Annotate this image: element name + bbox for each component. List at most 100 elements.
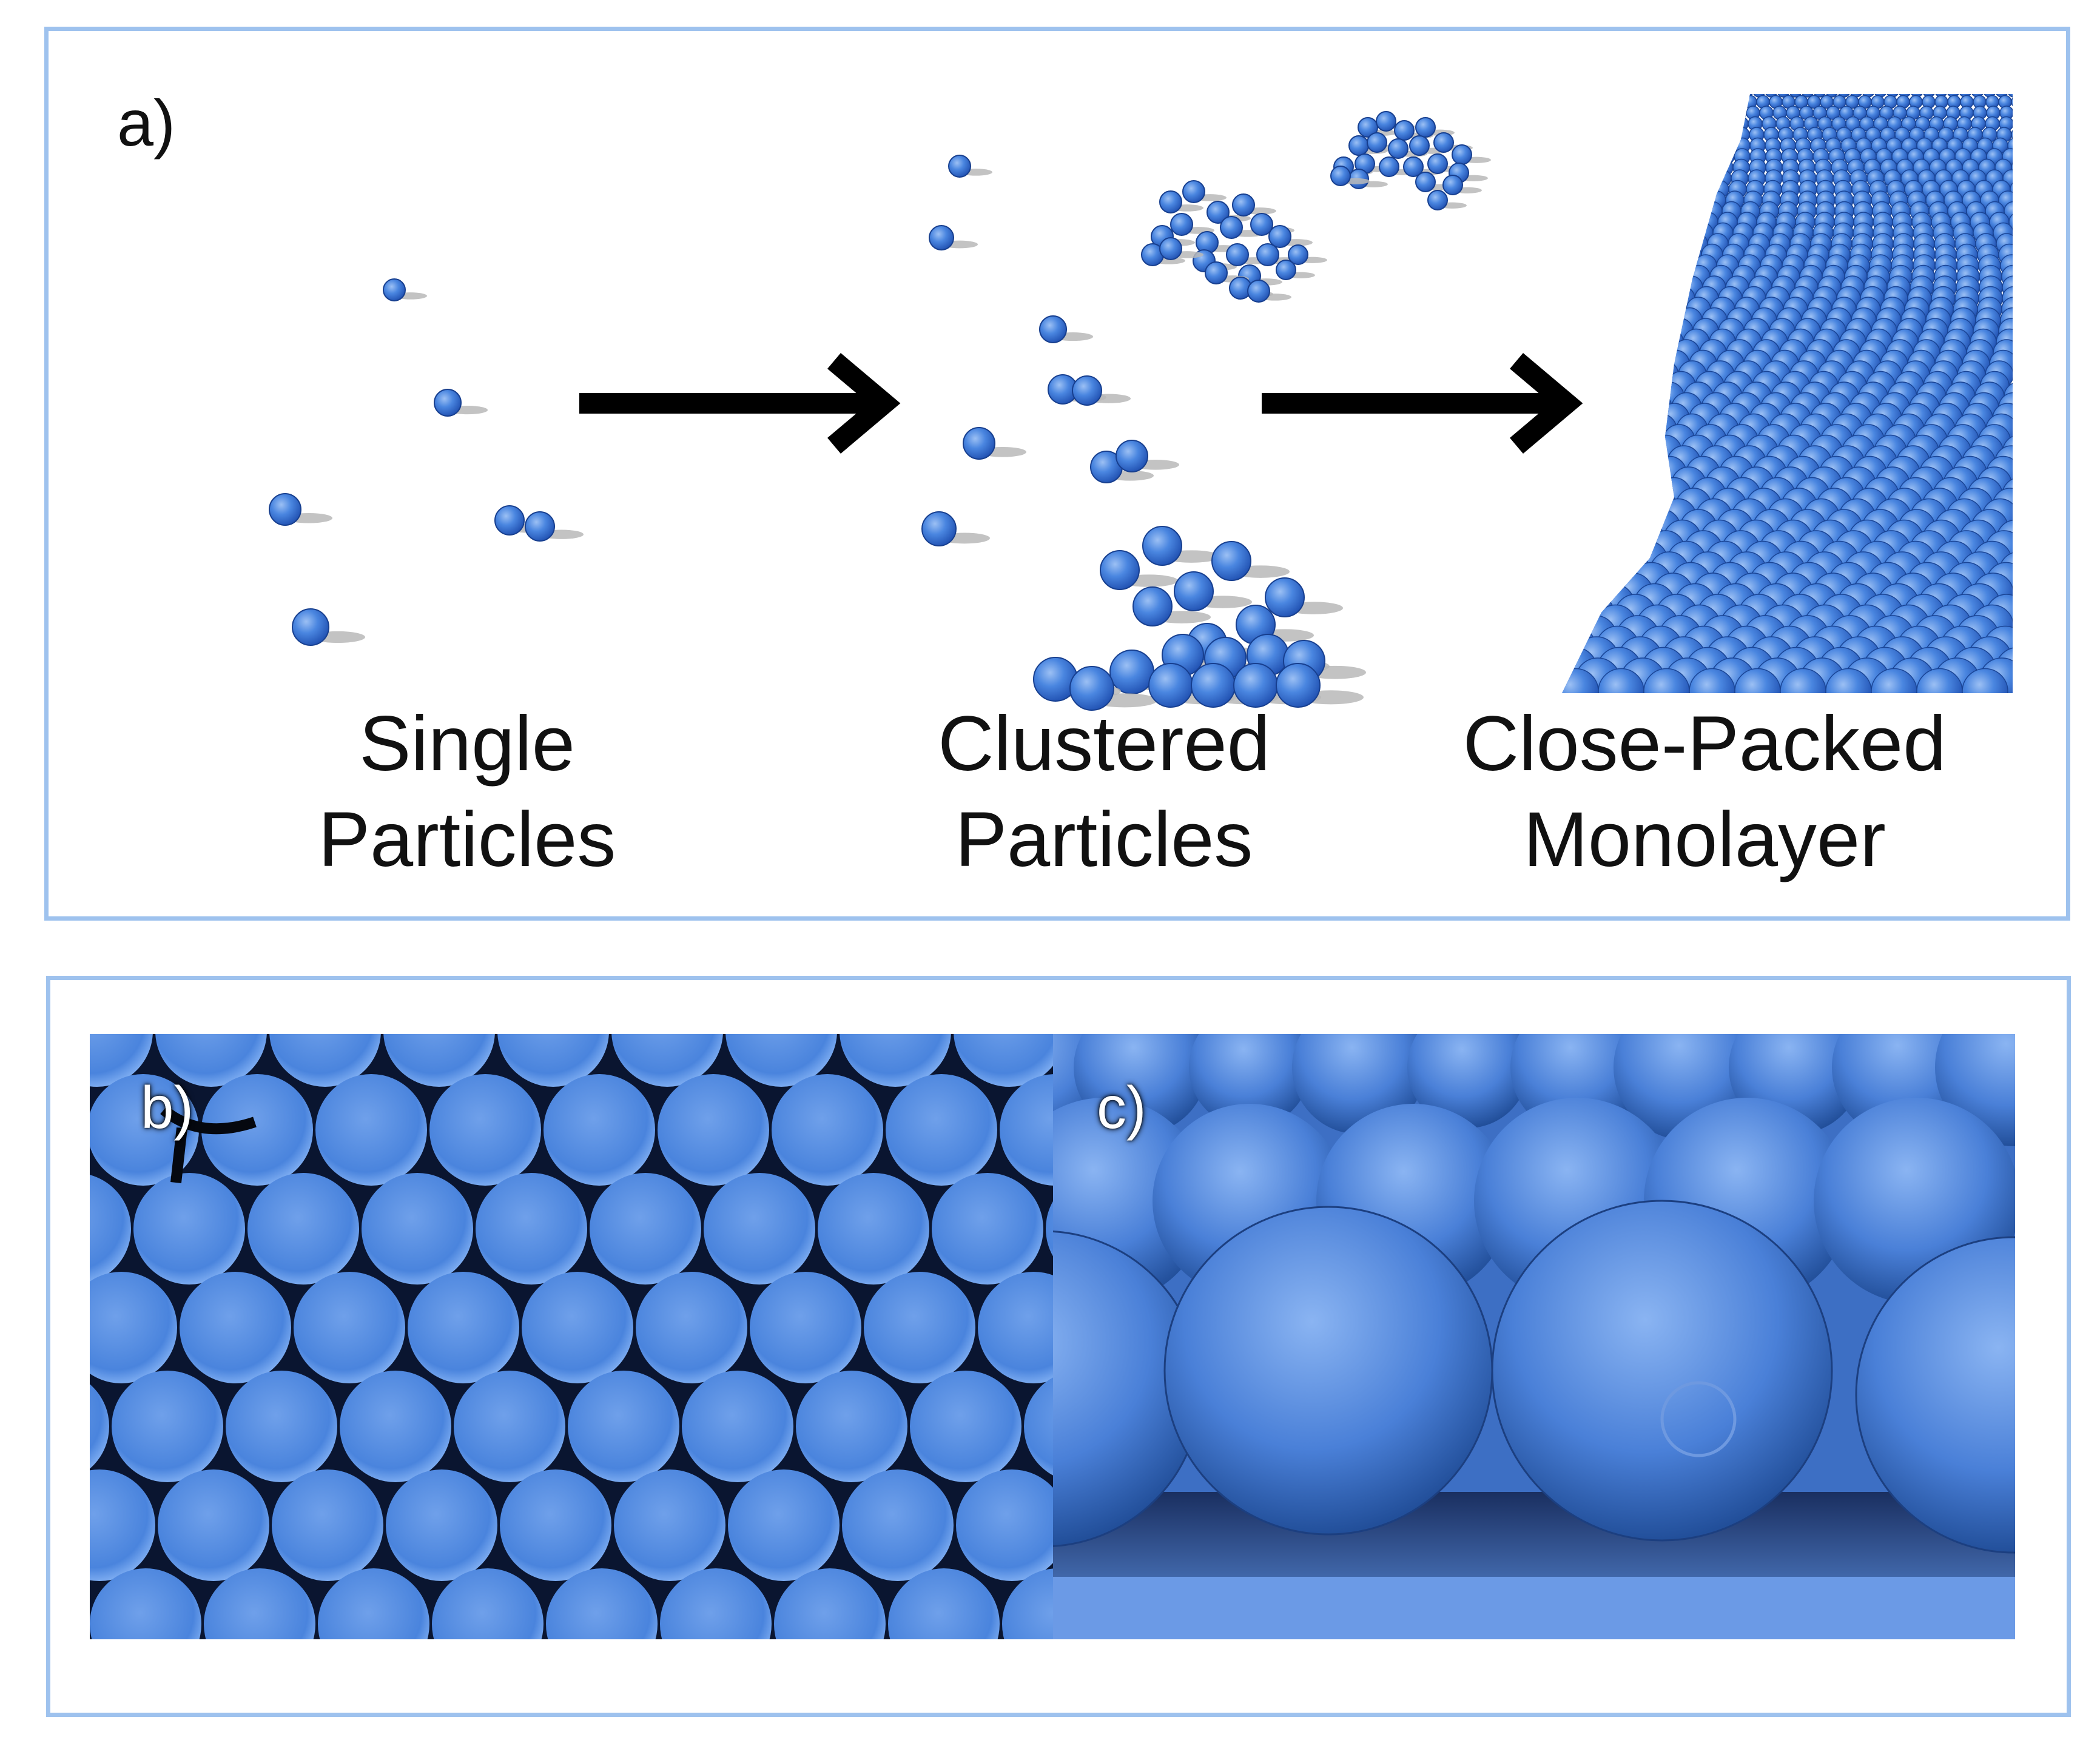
sphere	[1562, 328, 1580, 356]
sem-sphere	[568, 1371, 679, 1482]
sem-sphere	[429, 1074, 541, 1186]
sphere	[1631, 328, 1658, 356]
sphere	[1645, 233, 1667, 255]
sem-sphere	[90, 1175, 131, 1283]
sem-sphere	[840, 1034, 951, 1087]
sphere	[1704, 94, 1717, 98]
sphere	[1578, 169, 1596, 187]
sem-sphere	[1136, 876, 1247, 988]
sphere	[1583, 413, 1615, 446]
sphere	[1566, 360, 1595, 389]
sphere	[1562, 243, 1575, 266]
sphere	[1651, 254, 1674, 277]
sem-sphere	[318, 1568, 429, 1639]
sphere	[1619, 455, 1654, 491]
stage-label-line1: Single	[359, 700, 575, 787]
sphere	[1170, 213, 1193, 236]
sphere	[1069, 666, 1114, 711]
sem-sphere	[247, 1173, 359, 1285]
sem-sphere	[340, 1371, 451, 1482]
sem-sphere	[660, 1568, 772, 1639]
sphere	[1288, 244, 1308, 265]
sphere	[1624, 498, 1661, 536]
sphere	[1571, 201, 1591, 221]
sphere	[1589, 519, 1627, 558]
sphere	[1562, 445, 1570, 479]
sem-sphere	[793, 876, 905, 988]
sem-sphere	[1048, 1667, 1160, 1743]
sphere	[1619, 94, 1632, 98]
sphere	[1632, 222, 1654, 244]
sphere	[1567, 137, 1584, 154]
sphere	[1595, 94, 1608, 98]
sphere	[1587, 180, 1606, 199]
sphere	[1605, 180, 1624, 199]
sphere	[1570, 180, 1589, 199]
sphere	[1655, 94, 1669, 98]
sphere	[1584, 434, 1618, 468]
sphere	[1348, 135, 1369, 156]
sphere	[1572, 222, 1594, 244]
sem-sphere	[22, 1667, 133, 1743]
sphere	[1562, 455, 1587, 491]
sem-sphere	[750, 1272, 861, 1383]
sphere	[1595, 243, 1617, 266]
sphere	[1634, 190, 1654, 210]
sphere	[1546, 127, 1560, 142]
sphere	[1562, 551, 1573, 591]
sem-sphere	[0, 1667, 19, 1743]
sphere	[1562, 137, 1569, 154]
sphere	[1702, 148, 1719, 165]
sphere	[1562, 477, 1588, 513]
sphere	[1427, 190, 1448, 210]
sphere	[383, 278, 406, 301]
sphere	[1562, 95, 1566, 109]
sphere	[1562, 488, 1571, 524]
sphere	[1706, 106, 1720, 120]
sphere	[292, 608, 329, 646]
sphere	[1427, 153, 1448, 174]
sphere	[1562, 636, 1575, 681]
sphere	[525, 511, 555, 542]
sphere	[1624, 233, 1646, 255]
sphere	[1623, 148, 1640, 165]
sem-sphere	[133, 1173, 245, 1285]
sem-sphere	[478, 1667, 590, 1743]
sem-sphere	[201, 1074, 313, 1186]
sphere	[269, 493, 301, 526]
sphere	[1667, 95, 1681, 109]
sphere	[1159, 190, 1182, 213]
sphere	[1226, 243, 1249, 266]
sem-sphere	[0, 1173, 17, 1285]
sphere	[1586, 106, 1600, 120]
sem-sphere	[956, 1469, 1053, 1581]
sphere	[1562, 275, 1565, 300]
sphere	[1666, 106, 1680, 120]
sphere	[1563, 254, 1586, 277]
sem-sphere	[226, 1371, 337, 1482]
sphere	[1676, 127, 1692, 143]
sphere	[494, 505, 525, 536]
sphere	[1655, 148, 1672, 165]
sphere	[1628, 403, 1660, 434]
sphere	[1577, 307, 1603, 334]
sphere	[1330, 166, 1351, 186]
sphere	[1220, 216, 1243, 239]
sphere	[1603, 95, 1617, 109]
sphere	[1641, 95, 1655, 109]
sem-sphere	[432, 1568, 544, 1639]
sem-sphere	[0, 1568, 87, 1680]
clustered-particles	[921, 111, 1491, 711]
sem-sphere	[679, 876, 791, 988]
sphere	[1570, 509, 1608, 546]
sphere	[1132, 586, 1173, 626]
sphere	[1589, 297, 1614, 322]
sphere	[1692, 94, 1705, 98]
sphere	[1580, 349, 1608, 378]
sem-sphere	[383, 1034, 495, 1087]
sem-sphere	[1002, 1568, 1053, 1639]
sphere	[1564, 275, 1588, 300]
sphere	[948, 155, 971, 178]
sphere	[1689, 137, 1705, 154]
sphere	[1562, 307, 1578, 334]
